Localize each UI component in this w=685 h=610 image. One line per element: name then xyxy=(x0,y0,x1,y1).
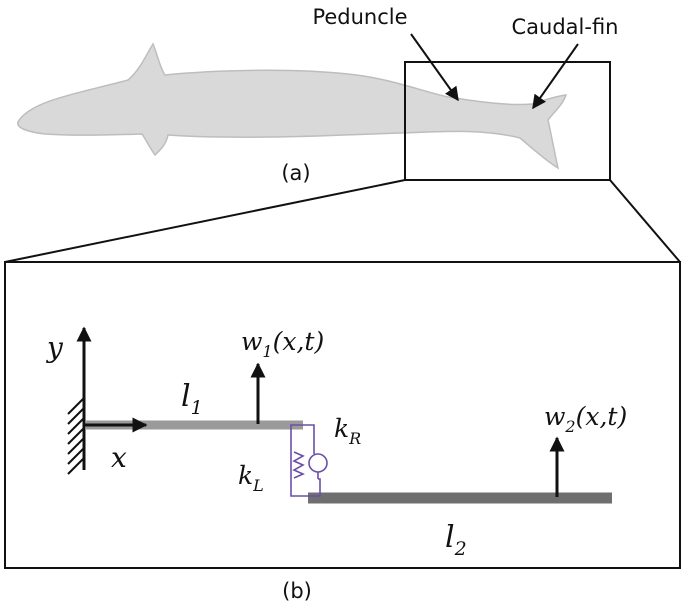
panel-a-label: (a) xyxy=(281,161,310,185)
zoom-connector-right xyxy=(609,179,681,263)
fixed-wall xyxy=(67,395,86,475)
peduncle-label: Peduncle xyxy=(312,5,407,29)
zoom-box xyxy=(404,61,611,181)
w1-label: w1(x,t) xyxy=(241,327,324,361)
x-axis-label: x xyxy=(111,441,127,474)
caudal-fin-arrow xyxy=(532,43,579,110)
y-axis-label: y xyxy=(45,331,64,364)
panel-b-label: (b) xyxy=(282,579,312,603)
zoom-connector-left xyxy=(4,179,406,263)
panel-b-frame xyxy=(4,261,681,569)
fish-silhouette xyxy=(17,42,568,170)
caudal-fin-label: Caudal-fin xyxy=(512,15,619,39)
l1-label: l1 xyxy=(181,379,203,419)
peduncle-arrow xyxy=(410,33,459,102)
l2-label: l2 xyxy=(445,520,467,560)
spring-joint xyxy=(290,424,328,497)
kL-label: kL xyxy=(238,461,264,495)
kR-label: kR xyxy=(334,414,361,448)
w2-label: w2(x,t) xyxy=(544,402,627,436)
